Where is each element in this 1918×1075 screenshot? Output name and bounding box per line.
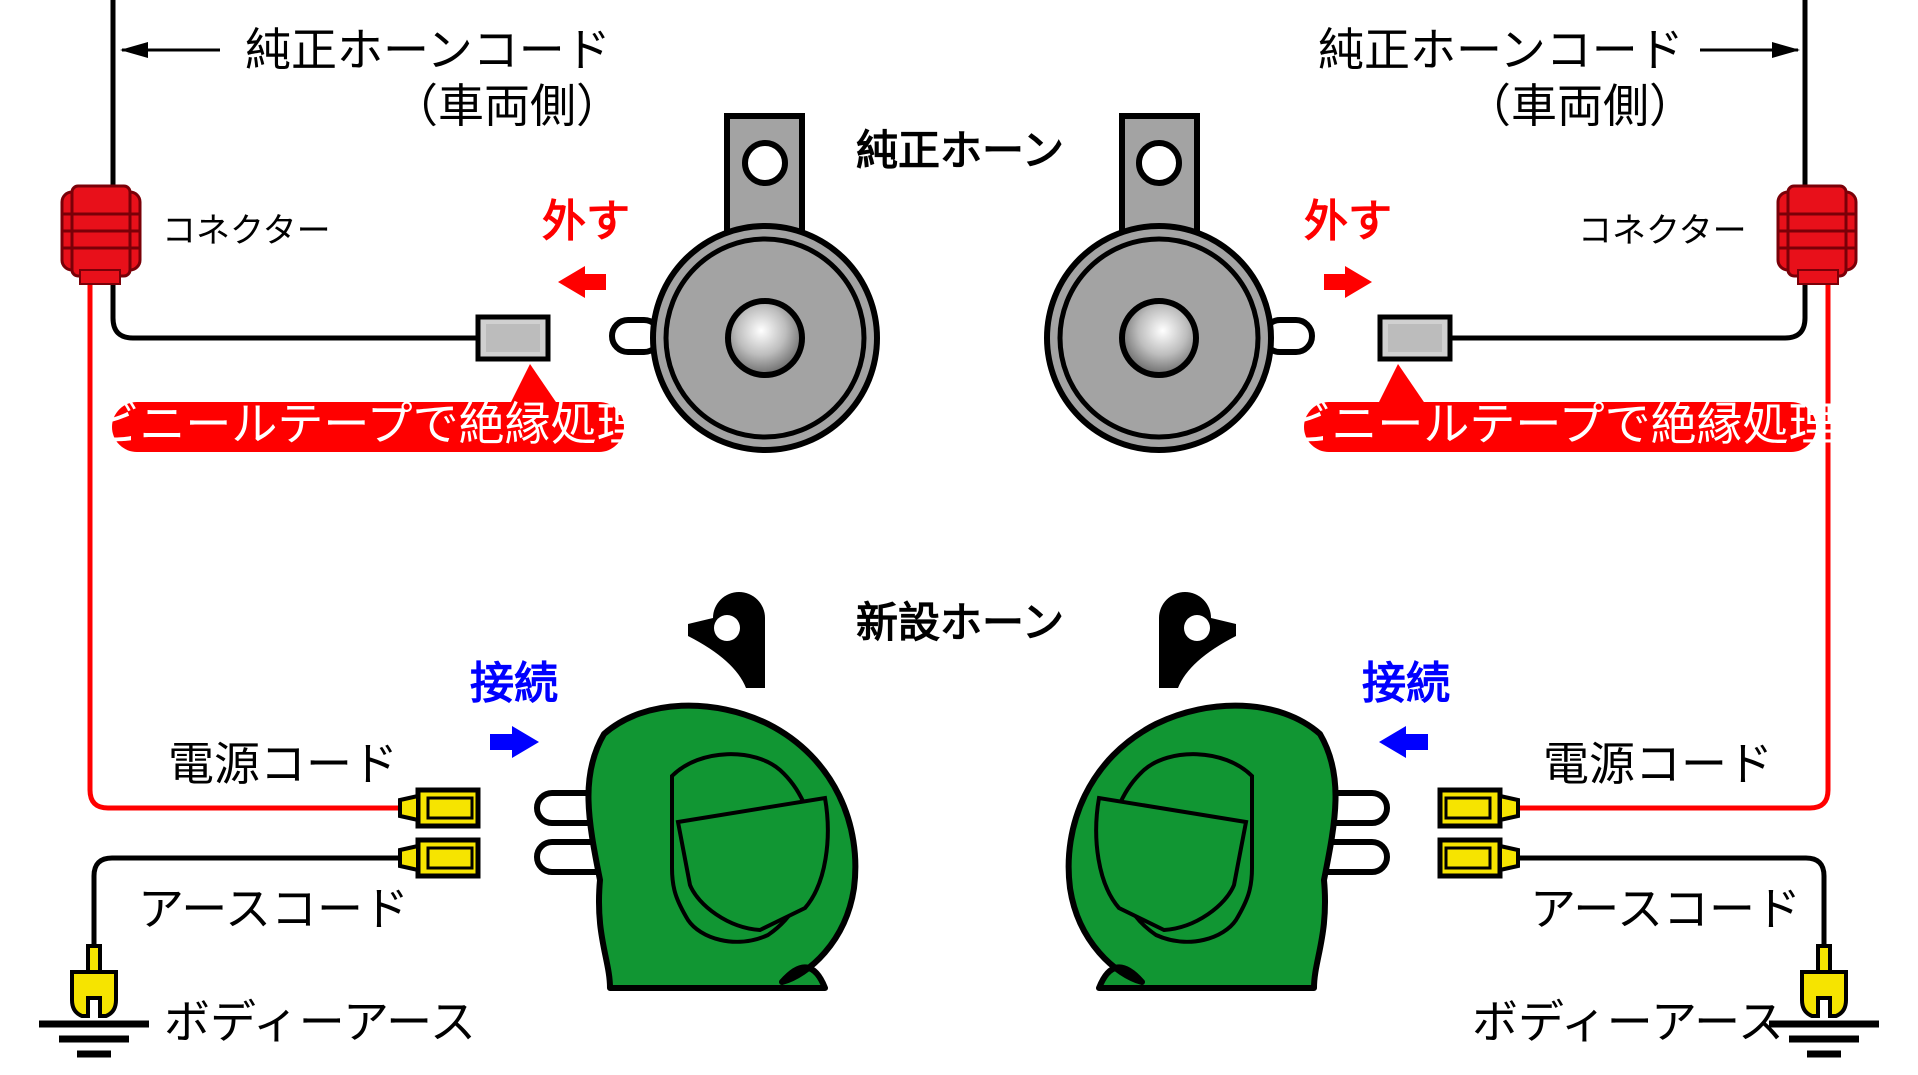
right-vehicle-side-label: （車両側） xyxy=(1465,79,1695,133)
left-cord-arrow xyxy=(120,42,220,58)
right-cord-arrow xyxy=(1700,42,1800,58)
right-earth-wire xyxy=(1500,855,1827,946)
left-connect-arrow-icon xyxy=(490,726,539,758)
left-red-power-wire xyxy=(87,270,418,811)
right-power-terminal xyxy=(1440,790,1518,826)
right-body-earth-label: ボディーアース xyxy=(1472,995,1784,1049)
new-horn-title: 新設ホーン xyxy=(856,598,1064,647)
right-remove-arrow-icon xyxy=(1324,266,1372,298)
right-remove-label: 外す xyxy=(1304,196,1392,247)
left-connect-label: 接続 xyxy=(470,658,558,709)
right-connect-label: 接続 xyxy=(1362,658,1450,709)
left-earth-terminal xyxy=(400,840,478,876)
left-remove-arrow-icon xyxy=(558,266,606,298)
right-insulated-plug xyxy=(1377,314,1453,362)
left-vinyl-tape-callout: ビニールテープで絶縁処理 xyxy=(93,364,643,452)
left-genuine-horn xyxy=(612,116,877,450)
left-earth-wire xyxy=(91,855,418,946)
left-connector xyxy=(60,184,142,286)
left-connector-label: コネクター xyxy=(162,211,331,251)
right-new-horn xyxy=(1069,592,1387,988)
left-ground-icon xyxy=(39,946,149,1054)
right-connector xyxy=(1776,184,1858,286)
left-remove-label: 外す xyxy=(542,196,630,247)
right-connector-label: コネクター xyxy=(1578,211,1747,251)
left-power-terminal xyxy=(400,790,478,826)
right-power-cord-label: 電源コード xyxy=(1543,737,1773,791)
right-red-power-wire xyxy=(1500,270,1831,811)
left-genuine-cord xyxy=(110,0,478,341)
right-connect-arrow-icon xyxy=(1379,726,1428,758)
left-new-horn xyxy=(537,592,855,988)
left-genuine-cord-label: 純正ホーンコード xyxy=(245,23,611,77)
left-power-cord-label: 電源コード xyxy=(168,737,398,791)
left-insulated-plug xyxy=(475,314,551,362)
right-earth-cord-label: アースコード xyxy=(1530,882,1801,936)
left-earth-cord-label: アースコード xyxy=(138,882,409,936)
left-vehicle-side-label: （車両側） xyxy=(392,79,622,133)
genuine-horn-title: 純正ホーン xyxy=(856,126,1064,175)
right-earth-terminal xyxy=(1440,840,1518,876)
left-vinyl-tape-label: ビニールテープで絶縁処理 xyxy=(93,397,642,451)
right-genuine-horn xyxy=(1047,116,1312,450)
left-body-earth-label: ボディーアース xyxy=(164,995,476,1049)
right-vinyl-tape-label: ビニールテープで絶縁処理 xyxy=(1285,397,1834,451)
right-vinyl-tape-callout: ビニールテープで絶縁処理 xyxy=(1285,364,1835,452)
right-ground-icon xyxy=(1769,946,1879,1054)
right-genuine-cord-label: 純正ホーンコード xyxy=(1318,23,1684,77)
right-genuine-cord xyxy=(1450,0,1808,341)
